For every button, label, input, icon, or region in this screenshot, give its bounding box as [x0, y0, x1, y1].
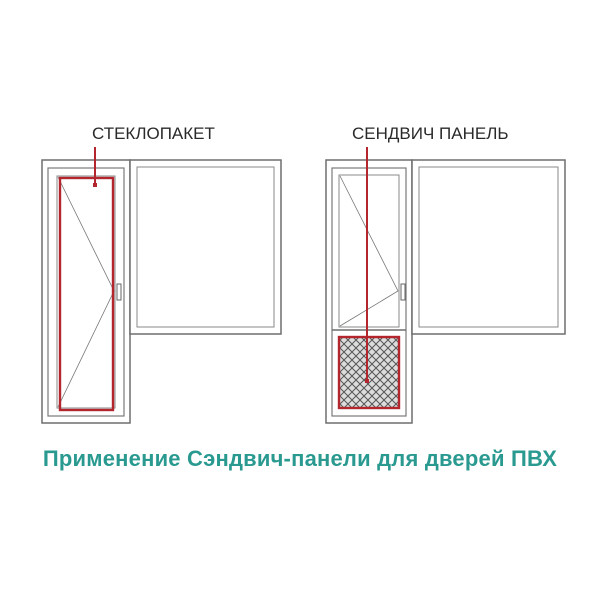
right-sandwich-panel	[338, 336, 400, 409]
left-label: СТЕКЛОПАКЕТ	[92, 124, 215, 143]
right-panel-highlight	[337, 335, 401, 410]
left-glazing-highlight	[58, 176, 115, 412]
left-pointer-dot	[93, 183, 97, 187]
right-door-handle	[400, 283, 406, 301]
right-window-glass	[418, 166, 559, 328]
right-label: СЕНДВИЧ ПАНЕЛЬ	[352, 124, 509, 143]
left-door-handle	[116, 283, 122, 301]
right-pointer-dot	[365, 379, 369, 383]
left-balcony-block: СТЕКЛОПАКЕТ	[41, 124, 282, 424]
right-balcony-block: СЕНДВИЧ ПАНЕЛЬ	[325, 124, 566, 424]
left-door-glass	[56, 175, 116, 409]
right-door-glass	[338, 174, 400, 328]
diagram-caption: Применение Сэндвич-панели для дверей ПВХ	[42, 446, 558, 471]
right-door-opening-lines	[339, 175, 399, 327]
left-window-glass	[136, 166, 275, 328]
